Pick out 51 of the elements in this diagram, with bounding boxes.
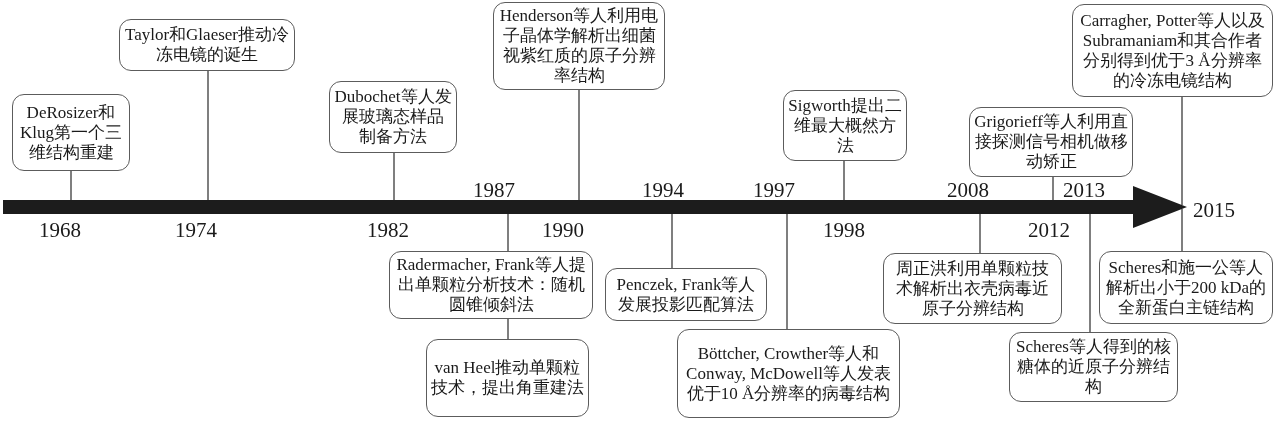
year-label: 1968 [39,218,81,242]
event-text: Sigworth提出二维最大概然方法 [788,95,902,156]
event-box [12,94,130,171]
connector-line [671,213,673,269]
year-label: 2012 [1028,218,1070,242]
event-box [1009,332,1178,402]
event-text: Radermacher, Frank等人提出单颗粒分析技术：随机圆锥倾斜法 [395,255,587,315]
event-text: Scheres等人得到的核糖体的近原子分辨结构 [1015,337,1172,397]
event-text: Carragher, Potter等人以及Subramaniam和其合作者分别得到优于3 Å分辨率的冷冻电镜结构 [1079,10,1266,91]
connector-line [70,170,72,201]
event-text: Taylor和Glaeser推动冷冻电镜的诞生 [124,25,290,65]
year-label: 2008 [947,178,989,202]
event-box [605,268,767,321]
event-text: Dubochet等人发展玻璃态样品制备方法 [334,87,452,147]
connector-line [979,213,981,254]
year-label: 1990 [542,218,584,242]
event-box [677,329,900,418]
event-text: DeRosizer和Klug第一个三维结构重建 [19,102,123,163]
connector-line [786,213,788,330]
year-label: 1994 [642,178,684,202]
event-text: van Heel推动单颗粒技术，提出角重建法 [431,358,584,398]
event-text: 周正洪利用单颗粒技术解析出衣壳病毒近原子分辨结构 [895,258,1050,319]
event-box [329,81,457,153]
connector-line [578,89,580,201]
event-text: Grigorieff等人利用直接探测信号相机做移动矫正 [974,112,1128,172]
event-box [119,19,295,71]
event-box [883,253,1062,324]
year-label: 2015 [1193,198,1235,222]
connector-line [843,160,845,201]
year-label: 1974 [175,218,217,242]
event-text: Böttcher, Crowther等人和Conway, McDowell等人发表优于10 Å分辨率的病毒结构 [685,343,892,404]
year-label: 1982 [367,218,409,242]
connector-line [1052,176,1054,201]
event-box [1099,251,1273,324]
year-label: 1998 [823,218,865,242]
event-text: Scheres和施一公等人解析出小于200 kDa的全新蛋白主链结构 [1104,257,1268,318]
year-label: 2013 [1063,178,1105,202]
connector-line [507,213,509,252]
connector-line [1181,208,1183,252]
connector-line [207,70,209,201]
event-box [426,339,589,417]
event-text: Henderson等人利用电子晶体学解析出细菌视紫红质的原子分辨率结构 [498,6,660,86]
event-box [1072,4,1273,97]
connector-line [393,152,395,201]
connector-line [1089,213,1091,333]
connector-line [507,318,509,340]
event-text: Penczek, Frank等人发展投影匹配算法 [615,274,757,315]
connector-line [1181,96,1183,206]
year-label: 1997 [753,178,795,202]
year-label: 1987 [473,178,515,202]
event-box [389,251,593,319]
